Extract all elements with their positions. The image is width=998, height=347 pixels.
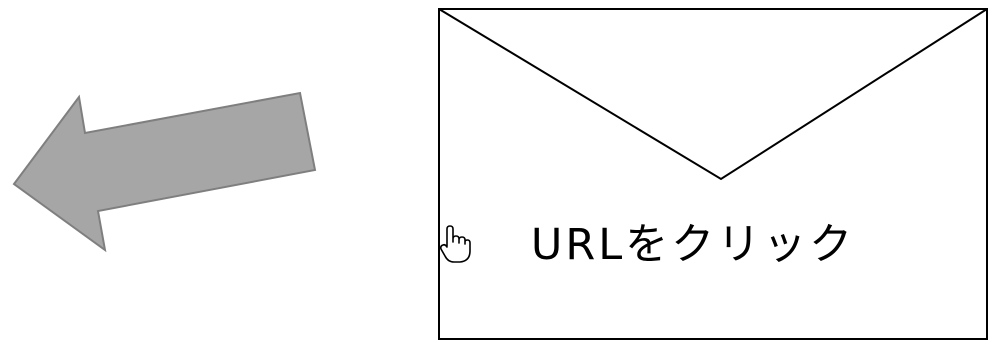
- left-arrow: [12, 91, 317, 253]
- envelope-flap: [438, 8, 988, 181]
- pointing-hand-icon: [439, 225, 895, 266]
- envelope-caption[interactable]: URLをクリック: [438, 224, 988, 267]
- click-url-label[interactable]: URLをクリック: [530, 220, 856, 270]
- envelope-outline: [438, 8, 988, 340]
- left-arrow-shape: [12, 91, 317, 253]
- envelope[interactable]: URLをクリック: [438, 8, 988, 340]
